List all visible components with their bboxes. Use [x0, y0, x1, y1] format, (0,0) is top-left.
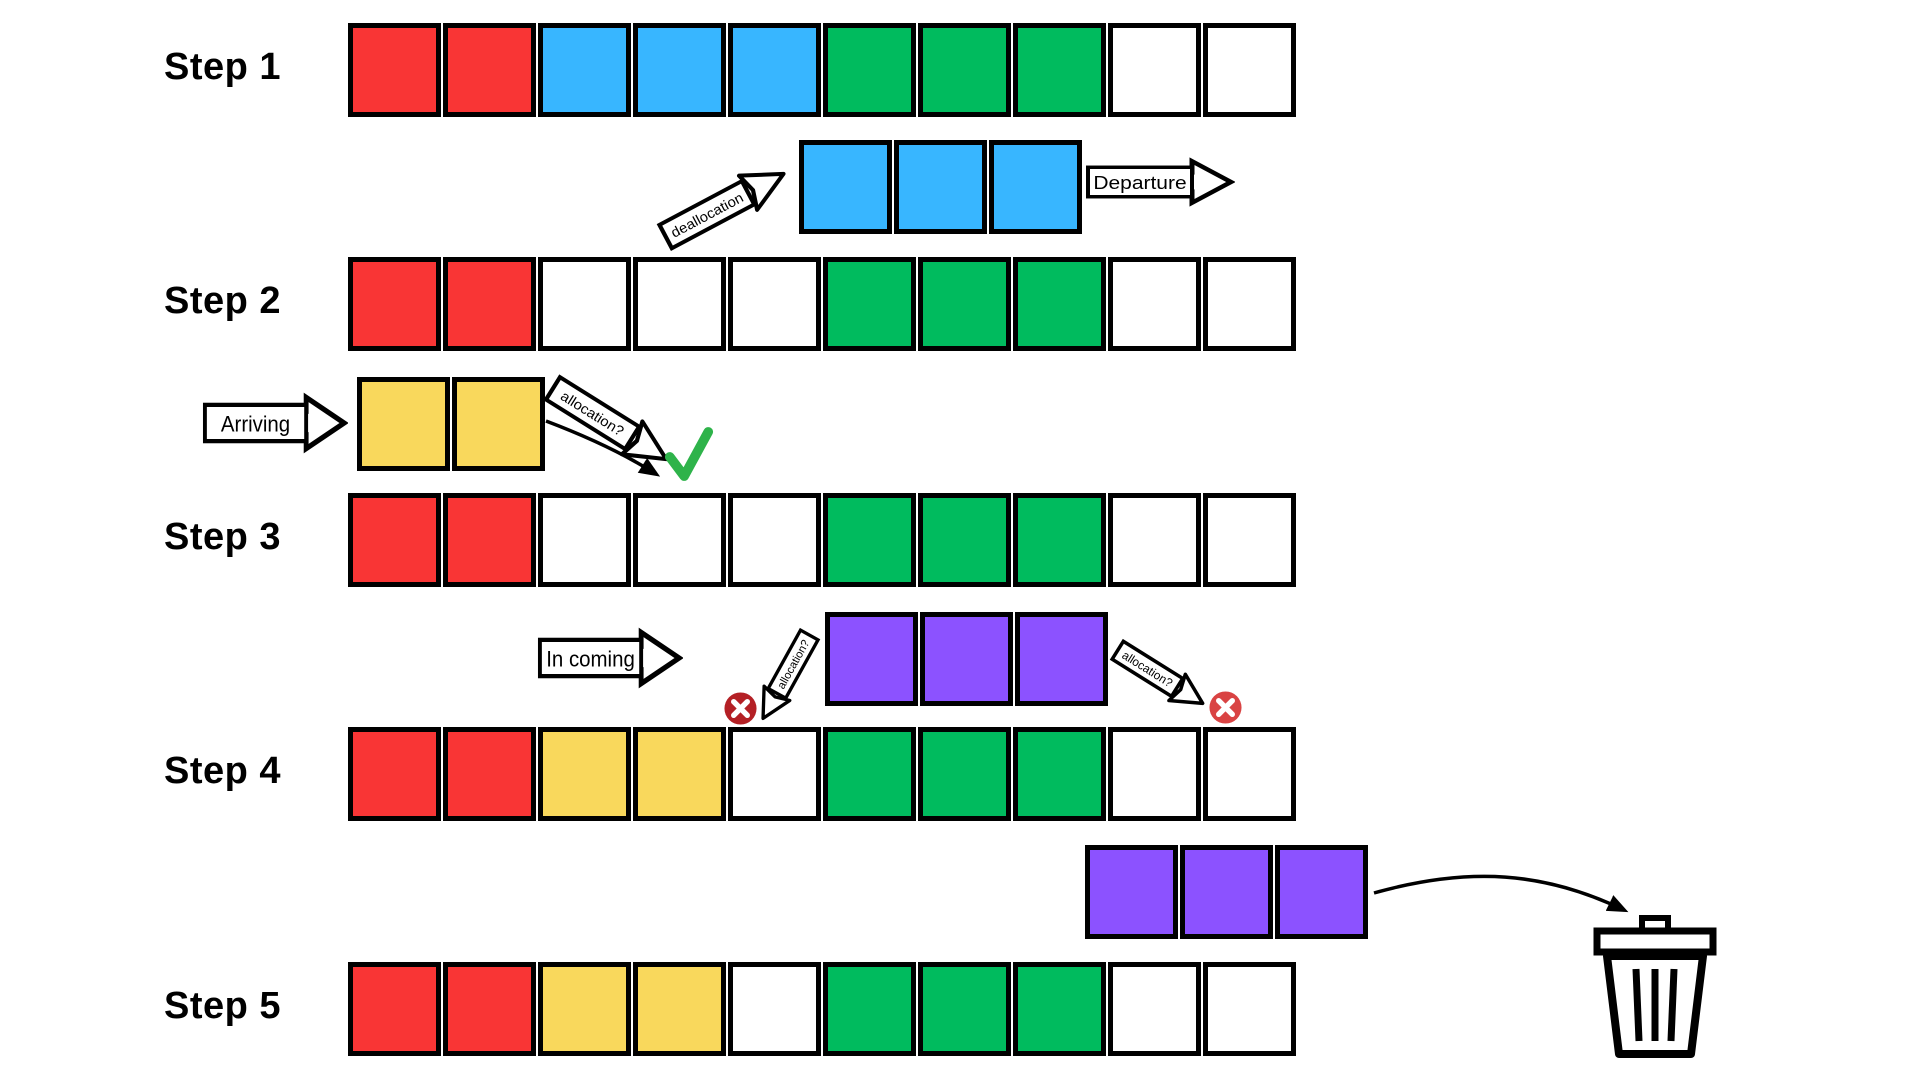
- memory-cell-green: [823, 727, 916, 821]
- memory-cell-purple: [1085, 845, 1178, 939]
- memory-cell-purple: [825, 612, 918, 706]
- memory-row-step-5: [348, 962, 1296, 1056]
- memory-cell-green: [918, 493, 1011, 587]
- memory-cell-red: [443, 493, 536, 587]
- memory-row-step-4: [348, 727, 1296, 821]
- memory-row-step-2: [348, 257, 1296, 351]
- memory-cell-yellow: [357, 377, 450, 471]
- memory-cell-free: [633, 257, 726, 351]
- memory-cell-yellow: [633, 962, 726, 1056]
- step-label-4: Step 4: [164, 750, 282, 792]
- memory-cell-free: [1108, 23, 1201, 117]
- memory-cell-red: [443, 962, 536, 1056]
- flow-arrow-to-trash: [1373, 874, 1629, 913]
- departure-arrow-label: Departure: [1093, 173, 1186, 193]
- memory-cell-red: [348, 257, 441, 351]
- memory-cell-green: [918, 962, 1011, 1056]
- memory-cell-free: [1203, 257, 1296, 351]
- rejected-blocks-row: [1085, 845, 1368, 939]
- step-label-3: Step 3: [164, 516, 282, 558]
- memory-cell-yellow: [538, 962, 631, 1056]
- memory-cell-green: [823, 23, 916, 117]
- memory-cell-purple: [1275, 845, 1368, 939]
- memory-cell-blue: [894, 140, 987, 234]
- arriving-arrow: Arriving: [202, 391, 348, 455]
- memory-cell-green: [1013, 727, 1106, 821]
- memory-cell-red: [348, 962, 441, 1056]
- memory-cell-red: [443, 257, 536, 351]
- memory-cell-green: [1013, 257, 1106, 351]
- denied-cross-icon-left: [723, 691, 758, 726]
- memory-cell-blue: [633, 23, 726, 117]
- step-label-1: Step 1: [164, 46, 282, 88]
- memory-cell-green: [1013, 23, 1106, 117]
- success-check-icon: [664, 424, 714, 484]
- memory-cell-free: [633, 493, 726, 587]
- memory-cell-purple: [1015, 612, 1108, 706]
- step-label-2: Step 2: [164, 280, 282, 322]
- memory-cell-red: [348, 727, 441, 821]
- allocation-question-arrow-right: allocation?: [1106, 633, 1215, 721]
- incoming-blocks-row: [825, 612, 1108, 706]
- memory-cell-free: [1108, 962, 1201, 1056]
- memory-cell-red: [348, 493, 441, 587]
- memory-cell-free: [1203, 962, 1296, 1056]
- memory-cell-free: [1108, 493, 1201, 587]
- memory-cell-green: [823, 493, 916, 587]
- memory-cell-purple: [1180, 845, 1273, 939]
- step-label-5: Step 5: [164, 985, 282, 1027]
- memory-cell-blue: [538, 23, 631, 117]
- memory-cell-free: [538, 257, 631, 351]
- trash-icon: [1591, 914, 1719, 1060]
- memory-cell-free: [1108, 257, 1201, 351]
- memory-cell-free: [1203, 493, 1296, 587]
- memory-cell-green: [918, 727, 1011, 821]
- memory-cell-free: [1108, 727, 1201, 821]
- memory-cell-yellow: [633, 727, 726, 821]
- memory-cell-free: [728, 962, 821, 1056]
- memory-cell-purple: [920, 612, 1013, 706]
- memory-cell-blue: [799, 140, 892, 234]
- incoming-arrow-label: In coming: [546, 647, 635, 672]
- memory-cell-green: [823, 257, 916, 351]
- allocation-question-arrow-left: allocation?: [746, 625, 826, 730]
- memory-cell-green: [1013, 493, 1106, 587]
- memory-row-step-1: [348, 23, 1296, 117]
- memory-cell-blue: [989, 140, 1082, 234]
- memory-cell-yellow: [538, 727, 631, 821]
- memory-cell-green: [823, 962, 916, 1056]
- allocation-question-arrow-check: allocation?: [539, 368, 681, 480]
- memory-cell-free: [1203, 727, 1296, 821]
- arriving-arrow-label: Arriving: [221, 412, 290, 437]
- memory-cell-free: [728, 727, 821, 821]
- memory-cell-red: [348, 23, 441, 117]
- departing-blocks-row: [799, 140, 1082, 234]
- memory-cell-blue: [728, 23, 821, 117]
- departure-arrow: Departure: [1085, 156, 1235, 208]
- memory-cell-free: [728, 493, 821, 587]
- memory-cell-green: [918, 257, 1011, 351]
- arriving-blocks-row: [357, 377, 545, 471]
- memory-row-step-3: [348, 493, 1296, 587]
- memory-cell-red: [443, 23, 536, 117]
- memory-cell-red: [443, 727, 536, 821]
- memory-cell-free: [1203, 23, 1296, 117]
- memory-cell-green: [918, 23, 1011, 117]
- incoming-arrow: In coming: [537, 626, 683, 690]
- memory-cell-yellow: [452, 377, 545, 471]
- deallocation-arrow: deallocation: [653, 153, 797, 258]
- memory-cell-free: [538, 493, 631, 587]
- denied-cross-icon-right: [1208, 690, 1243, 725]
- memory-cell-green: [1013, 962, 1106, 1056]
- memory-cell-free: [728, 257, 821, 351]
